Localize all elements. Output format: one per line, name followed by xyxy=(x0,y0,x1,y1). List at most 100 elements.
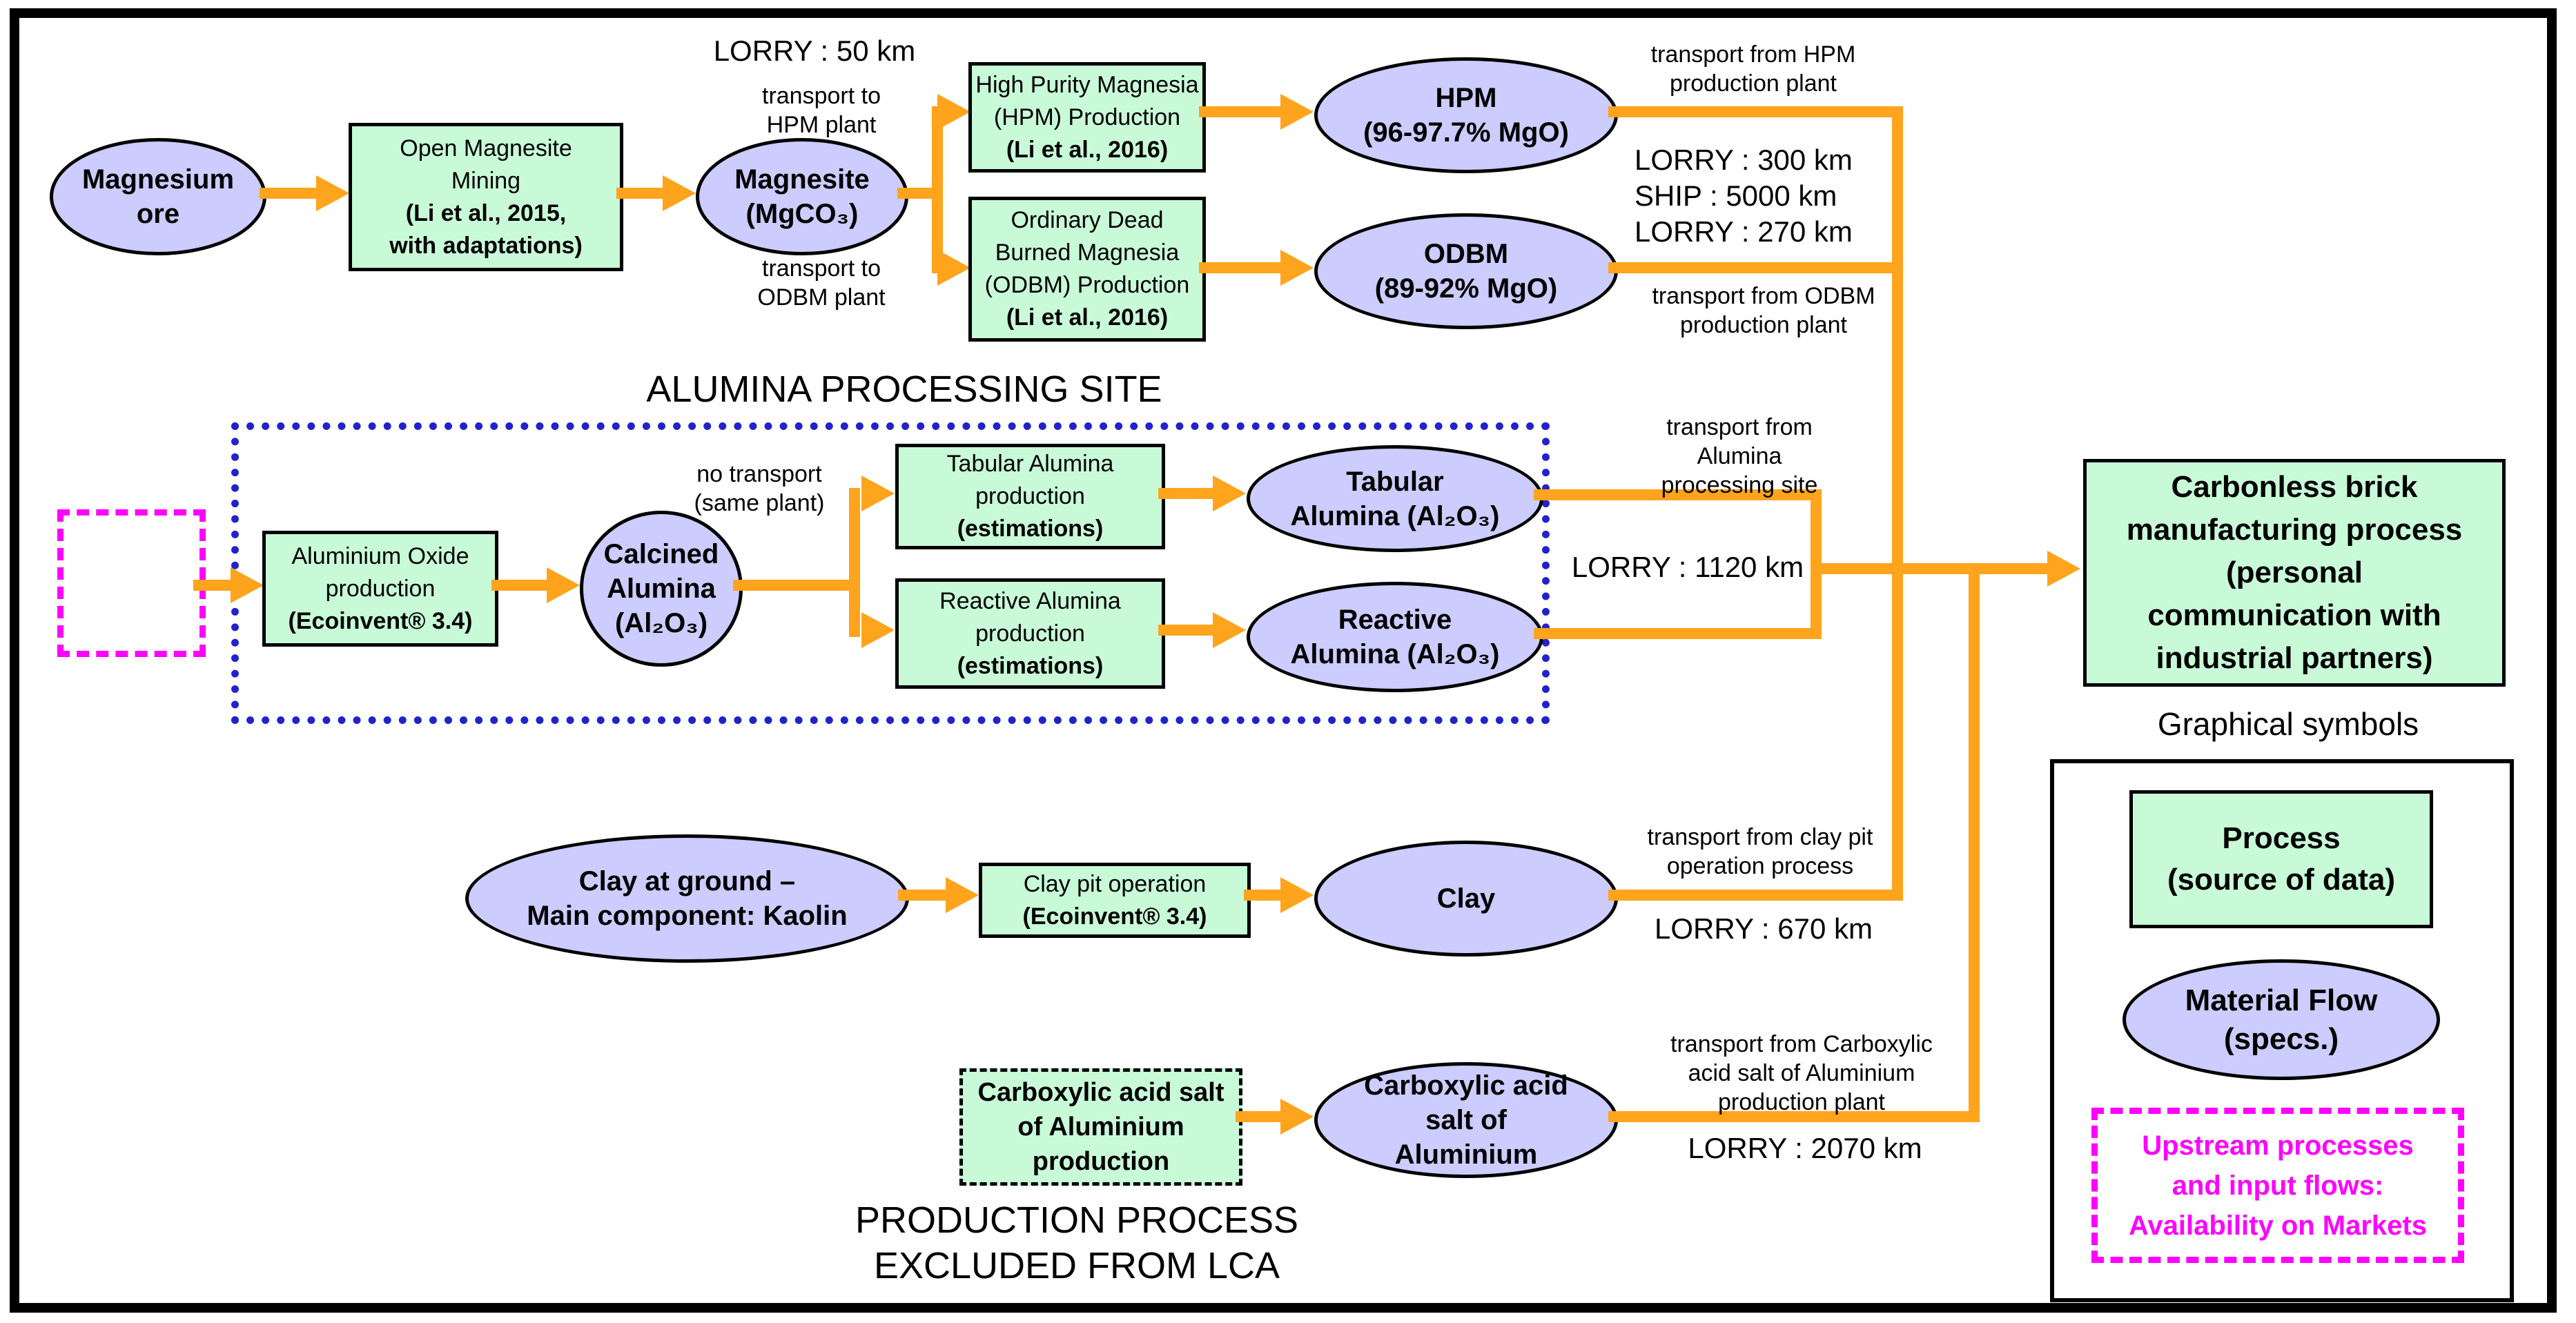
outer-border xyxy=(10,8,2557,1313)
flow-aloxide-to-calcined-shaft xyxy=(491,580,548,591)
node-calcined-alumina-label: Calcined Alumina (Al₂O₃) xyxy=(603,539,719,638)
flow-hpmbox-to-hpm-arrowhead-icon xyxy=(1280,94,1314,130)
flow-upstream-to-aloxide-arrowhead-icon xyxy=(231,567,264,603)
node-hpm-production-box: High Purity Magnesia (HPM) Production (L… xyxy=(968,62,1206,173)
flow-reactbox-to-reactive-arrowhead-icon xyxy=(1213,612,1246,648)
flow-carboxbox-to-carbox-shaft xyxy=(1236,1111,1282,1122)
flow-to-odbm-plant-arrowhead-icon xyxy=(937,250,970,286)
node-clay-pit-box: Clay pit operation (Ecoinvent® 3.4) xyxy=(979,863,1251,938)
node-reactive-production-box: Reactive Alumina production (estimations… xyxy=(895,578,1165,689)
label-alumina-site-title: ALUMINA PROCESSING SITE xyxy=(646,369,1162,410)
node-magnesite-label: Magnesite (MgCO₃) xyxy=(734,164,870,229)
flow-mining-to-magnesite-shaft xyxy=(616,188,665,199)
flow-magnesite-split-vertical xyxy=(932,106,943,273)
carboxylic-production-label: Carboxylic acid salt of Aluminium produc… xyxy=(977,1078,1224,1176)
reactive-production-source: (estimations) xyxy=(957,652,1104,679)
node-carboxylic-production-box: Carboxylic acid salt of Aluminium produc… xyxy=(959,1068,1242,1186)
label-transport-from-alumina: transport from Alumina processing site xyxy=(1661,414,1818,498)
flow-upstream-to-aloxide-shaft xyxy=(193,580,233,591)
legend-upstream-label: Upstream processes and input flows: Avai… xyxy=(2129,1130,2427,1241)
label-transport-to-hpm: transport to HPM plant xyxy=(762,83,881,138)
reactive-production-name: Reactive Alumina production xyxy=(939,587,1121,647)
label-excluded-from-lca: PRODUCTION PROCESS EXCLUDED FROM LCA xyxy=(855,1199,1299,1286)
flow-tabbox-to-tabular-shaft xyxy=(1158,488,1215,499)
flow-to-hpm-plant-arrowhead-icon xyxy=(937,94,970,130)
node-odbm-ellipse: ODBM (89-92% MgO) xyxy=(1314,213,1618,329)
flow-tabular-merge-line xyxy=(1534,489,1822,500)
flow-odbm-collector-line xyxy=(1608,262,1903,273)
open-magnesite-name: Open Magnesite Mining xyxy=(400,135,572,194)
open-magnesite-source: (Li et al., 2015, with adaptations) xyxy=(389,199,583,259)
flow-calcined-split-vertical xyxy=(849,488,860,637)
flow-clay-collector-line xyxy=(1608,890,1903,901)
upstream-input-dashed-box xyxy=(57,509,206,657)
flow-to-tabular-arrowhead-icon xyxy=(861,476,895,511)
node-open-magnesite-box: Open Magnesite Mining (Li et al., 2015, … xyxy=(349,123,623,271)
node-tabular-alumina-label: Tabular Alumina (Al₂O₃) xyxy=(1290,466,1500,531)
odbm-production-name: Ordinary Dead Burned Magnesia (ODBM) Pro… xyxy=(984,207,1190,298)
flow-calcined-split-stub xyxy=(733,580,857,591)
node-tabular-alumina-ellipse: Tabular Alumina (Al₂O₃) xyxy=(1247,445,1543,552)
tabular-production-source: (estimations) xyxy=(957,516,1104,542)
label-transport-to-odbm: transport to ODBM plant xyxy=(757,255,886,311)
node-magnesium-ore-label: Magnesium ore xyxy=(81,164,235,229)
label-lorry-2070: LORRY : 2070 km xyxy=(1688,1132,1922,1164)
aluminium-oxide-source: (Ecoinvent® 3.4) xyxy=(288,607,473,634)
clay-pit-source: (Ecoinvent® 3.4) xyxy=(1022,903,1207,930)
flow-reactive-merge-line xyxy=(1534,628,1822,639)
node-magnesite-ellipse: Magnesite (MgCO₃) xyxy=(696,138,908,255)
node-calcined-alumina-ellipse: Calcined Alumina (Al₂O₃) xyxy=(580,511,743,667)
legend-heading: Graphical symbols xyxy=(2157,706,2419,742)
node-carbonless-brick-box: Carbonless brick manufacturing process (… xyxy=(2083,459,2506,687)
flow-carboxylic-collector-line xyxy=(1608,1111,1980,1122)
legend-frame xyxy=(2050,759,2514,1302)
flow-main-vertical-2 xyxy=(1969,563,1980,1122)
label-lorry-1120: LORRY : 1120 km xyxy=(1571,551,1804,583)
node-clay-ellipse: Clay xyxy=(1314,841,1618,957)
flow-claypit-to-clay-arrowhead-icon xyxy=(1280,877,1314,913)
flow-aloxide-to-calcined-arrowhead-icon xyxy=(547,567,580,603)
node-tabular-production-box: Tabular Alumina production (estimations) xyxy=(895,444,1165,549)
legend-upstream-box: Upstream processes and input flows: Avai… xyxy=(2091,1108,2464,1263)
legend-process-box: Process (source of data) xyxy=(2129,790,2433,928)
flow-to-reactive-arrowhead-icon xyxy=(861,612,895,648)
node-odbm-label: ODBM (89-92% MgO) xyxy=(1374,239,1558,304)
flow-clayground-to-claypit-arrowhead-icon xyxy=(946,877,979,913)
flow-reactbox-to-reactive-shaft xyxy=(1158,625,1215,636)
node-aluminium-oxide-box: Aluminium Oxide production (Ecoinvent® 3… xyxy=(262,531,498,647)
label-lorry-50: LORRY : 50 km xyxy=(713,35,916,67)
flow-odbmbox-to-odbm-shaft xyxy=(1199,262,1282,273)
node-carboxylic-ellipse: Carboxylic acid salt of Aluminium xyxy=(1314,1062,1618,1178)
flow-tabbox-to-tabular-arrowhead-icon xyxy=(1213,476,1246,511)
flow-ore-to-mining-arrowhead-icon xyxy=(316,175,349,211)
legend-material-flow-label: Material Flow (specs.) xyxy=(2185,983,2378,1056)
label-no-transport: no transport (same plant) xyxy=(694,461,825,516)
flow-odbmbox-to-odbm-arrowhead-icon xyxy=(1280,250,1314,286)
tabular-production-name: Tabular Alumina production xyxy=(946,451,1114,509)
node-hpm-label: HPM (96-97.7% MgO) xyxy=(1363,83,1569,148)
flow-main-arrow-shaft xyxy=(1816,563,2051,574)
label-transport-from-odbm: transport from ODBM production plant xyxy=(1652,283,1875,338)
hpm-production-name: High Purity Magnesia (HPM) Production xyxy=(975,71,1199,130)
flow-magnesite-split-stub xyxy=(897,188,943,199)
node-odbm-production-box: Ordinary Dead Burned Magnesia (ODBM) Pro… xyxy=(968,197,1206,342)
flow-hpmbox-to-hpm-shaft xyxy=(1199,106,1282,117)
node-reactive-alumina-ellipse: Reactive Alumina (Al₂O₃) xyxy=(1247,582,1543,692)
label-lorry-670: LORRY : 670 km xyxy=(1655,912,1873,945)
flow-carboxbox-to-carbox-arrowhead-icon xyxy=(1280,1099,1314,1135)
legend-material-flow-ellipse: Material Flow (specs.) xyxy=(2123,959,2440,1080)
label-transport-from-carboxylic: transport from Carboxylic acid salt of A… xyxy=(1670,1031,1933,1115)
legend-process-label: Process (source of data) xyxy=(2167,821,2396,896)
flow-mining-to-magnesite-arrowhead-icon xyxy=(663,175,696,211)
node-clay-ground-label: Clay at ground – Main component: Kaolin xyxy=(527,866,848,931)
label-transport-from-clay: transport from clay pit operation proces… xyxy=(1647,824,1873,879)
node-clay-label: Clay xyxy=(1436,883,1496,914)
node-reactive-alumina-label: Reactive Alumina (Al₂O₃) xyxy=(1290,605,1500,669)
flow-hpm-collector-line xyxy=(1608,106,1903,117)
flow-clayground-to-claypit-shaft xyxy=(898,890,949,901)
clay-pit-name: Clay pit operation xyxy=(1023,870,1207,897)
carbonless-brick-label: Carbonless brick manufacturing process (… xyxy=(2126,470,2463,675)
odbm-production-source: (Li et al., 2016) xyxy=(1006,304,1169,331)
flow-main-vertical-1 xyxy=(1892,106,1903,901)
